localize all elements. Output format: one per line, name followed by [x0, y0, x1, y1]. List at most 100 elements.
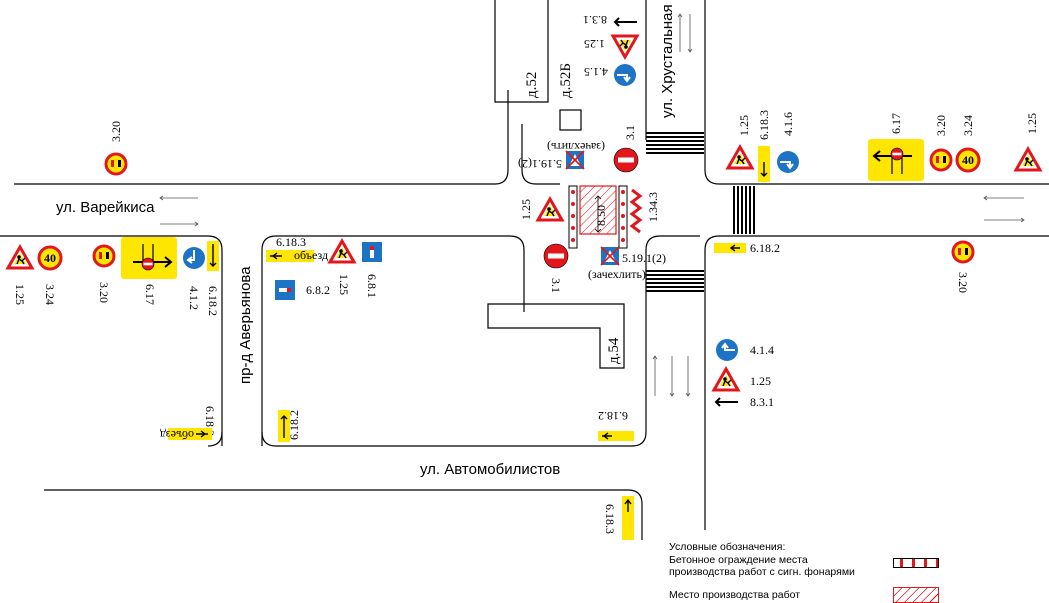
sign-label-6-18-2-left: 6.18.2 [206, 286, 220, 316]
sign-label-6-18-2-lower: 6.18.2 [287, 410, 301, 440]
sign-label-1-25-right-low: 1.25 [750, 374, 771, 388]
building-d54 [487, 303, 625, 369]
sign-label-6-18-3-bottom: 6.18.3 [603, 504, 617, 534]
legend-workplace-swatch [893, 586, 939, 603]
sign-label-3-24-left: 3.24 [43, 284, 57, 305]
building-d52b-kiosk [559, 109, 582, 131]
sign-1-25-mid [536, 197, 564, 222]
street-label-averyanova: пр-д Аверьянова [237, 266, 254, 384]
legend-title: Условные обозначения: [669, 541, 786, 553]
sign-label-1-25-top: 1.25 [584, 37, 605, 51]
sign-3-20-left [92, 244, 116, 268]
crosswalks [646, 132, 755, 292]
work-zone-dimension: 8.50 [594, 205, 608, 226]
sign-1-25-left [6, 245, 34, 270]
sign-6-8-1 [362, 242, 382, 262]
sign-label-6-18-3-right: 6.18.3 [757, 110, 771, 140]
sign-3-24-right-value: 40 [962, 153, 974, 167]
sign-label-6-17-right: 6.17 [889, 113, 903, 134]
sign-label-8-3-1-right: 8.3.1 [750, 395, 774, 409]
sign-label-1-25-avery: 1.25 [337, 274, 351, 295]
sign-label-1-25-right-top: 1.25 [737, 115, 751, 136]
sign-label-8-3-1-top: 8.3.1 [583, 13, 607, 27]
sign-8-3-1-top [611, 17, 639, 27]
sign-label-6-8-1: 6.8.1 [365, 274, 379, 298]
sign-label-zachehlit-right: (зачехлить) [588, 267, 646, 281]
sign-1-25-right-low [712, 367, 740, 392]
building-d54-label: д.54 [606, 337, 622, 364]
sign-4-1-4 [715, 338, 739, 362]
building-d52-label: д.52 [524, 72, 540, 98]
sign-label-4-1-2: 4.1.2 [187, 286, 201, 310]
road-edges [0, 0, 1049, 540]
sign-8-3-1-right [712, 397, 740, 407]
buildings [487, 0, 625, 369]
sign-label-3-20-right-low: 3.20 [956, 272, 970, 293]
sign-6-17-left [120, 236, 178, 280]
sign-label-4-1-4: 4.1.4 [750, 343, 774, 357]
sign-label-3-20-left: 3.20 [97, 282, 111, 303]
sign-label-4-1-5: 4.1.5 [584, 65, 608, 79]
sign-3-1-bottom [543, 243, 569, 269]
sign-6-18-2-right [714, 243, 746, 253]
sign-1-25-avery [328, 239, 356, 264]
sign-6-8-2 [275, 280, 295, 300]
sign-4-1-6 [776, 150, 800, 174]
sign-label-6-8-2: 6.8.2 [306, 283, 330, 297]
legend-barrier-line1: Бетонное ограждение места [669, 553, 808, 566]
sign-label-1-34-3: 1.34.3 [646, 192, 660, 222]
sign-4-1-2 [182, 246, 206, 270]
sign-label-3-20-right: 3.20 [934, 115, 948, 136]
sign-label-1-25-mid: 1.25 [519, 199, 533, 220]
sign-label-6-18-3-mid: 6.18.3 [276, 235, 306, 249]
sign-3-24-left-value: 40 [44, 251, 56, 265]
sign-label-3-1-top: 3.1 [623, 125, 637, 140]
sign-label-1-25-far-right: 1.25 [1025, 113, 1039, 134]
sign-6-18-3-mid-text: объезд [294, 248, 328, 262]
legend-row-workplace: Место производства работ [669, 586, 1029, 603]
sign-1-25-far-right [1014, 147, 1042, 172]
sign-label-3-1-bottom: 3.1 [549, 278, 563, 293]
sign-label-6-17-left: 6.17 [143, 284, 157, 305]
sign-6-18-2-center [598, 431, 634, 441]
sign-6-18-3-bottom [622, 496, 634, 540]
sign-6-18-3-mid [266, 250, 314, 262]
sign-6-17-right [867, 138, 925, 182]
work-zone [568, 185, 643, 249]
sign-label-zachehlit-left: (зачехлить) [547, 140, 605, 154]
sign-label-3-20-far-left: 3.20 [109, 121, 123, 142]
legend-barrier-line2: производства работ с сигн. фонарями [669, 566, 855, 578]
legend-workplace-line: Место производства работ [669, 588, 801, 601]
sign-3-20-right-low [951, 240, 975, 264]
sign-6-18-3-lower-text: объезд [160, 428, 194, 442]
legend-row-barrier: Бетонное ограждение места производства р… [669, 554, 1029, 579]
building-d52 [494, 0, 549, 103]
sign-label-4-1-6: 4.1.6 [781, 112, 795, 136]
street-label-avtomobilistov: ул. Автомобилистов [420, 461, 560, 478]
sign-label-6-18-2-center: 6.18.2 [598, 409, 628, 423]
sign-3-20-right [929, 148, 953, 172]
sign-label-5-19-1-left: 5.19.1(2) [518, 157, 562, 171]
legend-barrier-swatch [893, 557, 939, 568]
sign-label-3-24-right: 3.24 [961, 115, 975, 136]
sign-label-5-19-1-right: 5.19.1(2) [622, 251, 666, 265]
sign-6-18-3-lower [168, 428, 212, 440]
sign-6-18-2-lower [278, 410, 290, 442]
street-label-vareikisa: ул. Варейкиса [56, 199, 155, 216]
sign-3-20-far-left [104, 152, 128, 176]
street-label-khrustalnaya: ул. Хрустальная [659, 4, 676, 118]
traffic-arrows [159, 13, 1025, 397]
sign-1-25-right-top [726, 145, 754, 170]
sign-1-25-top [611, 34, 639, 59]
legend: Условные обозначения: Бетонное ограждени… [669, 541, 1029, 603]
sign-6-18-2-left [207, 241, 219, 271]
building-d52b-label: д.52Б [558, 63, 574, 98]
sign-5-19-1-right [600, 246, 620, 266]
sign-4-1-5 [613, 63, 637, 87]
sign-3-1-top [613, 147, 639, 173]
sign-5-19-1-left [565, 150, 585, 170]
sign-6-18-3-right [758, 146, 770, 182]
sign-label-1-25-left: 1.25 [13, 284, 27, 305]
sign-label-6-18-2-right: 6.18.2 [750, 241, 780, 255]
